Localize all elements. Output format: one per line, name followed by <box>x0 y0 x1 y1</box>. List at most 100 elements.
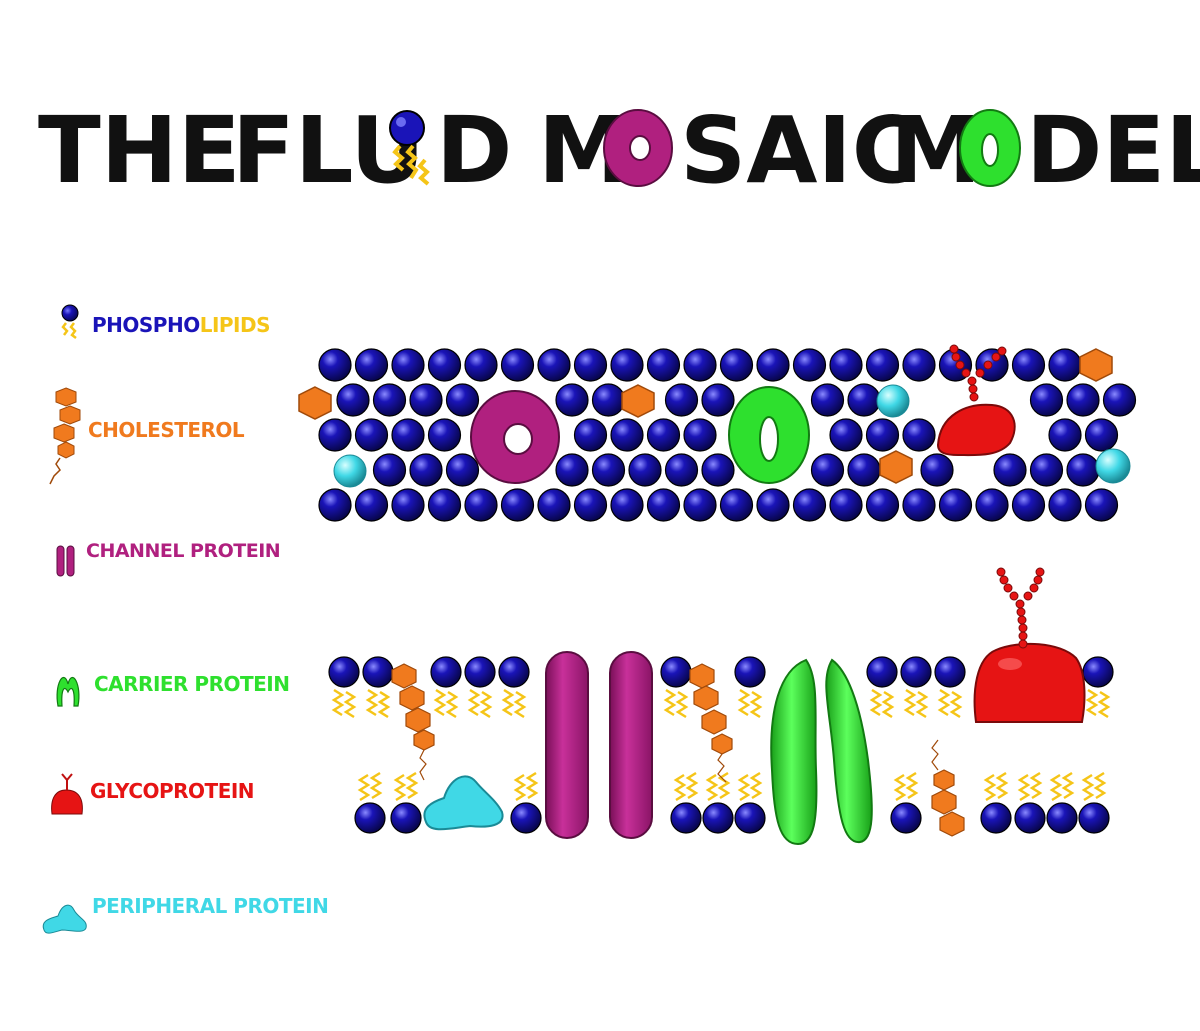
lipid-tail <box>675 690 689 719</box>
lipid-tail <box>377 690 391 719</box>
lipid-tail <box>905 771 919 800</box>
phospholipid-head <box>1029 383 1064 417</box>
phospholipid-head <box>1014 802 1046 834</box>
lipid-tail <box>433 688 447 717</box>
legend-glycoprotein-icon <box>51 773 83 815</box>
phospholipid-head <box>1046 802 1078 834</box>
phospholipid-head <box>464 656 496 688</box>
top-view-glycoprotein <box>936 344 1016 457</box>
top-view-channel-protein <box>470 390 560 484</box>
phospholipid-head <box>829 488 863 522</box>
lipid-tail <box>995 771 1009 800</box>
lipid-tail <box>467 688 481 717</box>
legend-phospho-text: PHOSPHO <box>92 313 200 337</box>
phospholipid-head <box>390 802 422 834</box>
phospholipid-head <box>372 383 407 417</box>
phospholipid-head <box>756 488 790 522</box>
lipid-tail <box>405 771 419 800</box>
phospholipid-head <box>646 488 681 522</box>
lipid-tail <box>673 773 687 802</box>
legend-glycoprotein-label: GLYCOPROTEIN <box>90 779 255 803</box>
cholesterol-1 <box>391 663 435 781</box>
lipid-tail <box>479 690 493 719</box>
phospholipid-head <box>701 453 735 487</box>
lipid-tail <box>685 771 699 800</box>
phospholipid-head <box>610 488 644 522</box>
lipid-tail <box>393 773 407 802</box>
phospholipid-head <box>847 453 881 487</box>
phospholipid-head <box>354 418 389 452</box>
lipid-tail <box>369 771 383 800</box>
phospholipid-head <box>318 488 352 522</box>
lipid-tail <box>1061 771 1075 800</box>
phospholipid-head <box>1048 348 1082 382</box>
phospholipid-head <box>328 656 360 688</box>
phospholipid-head <box>1084 488 1119 522</box>
phospholipid-head <box>829 418 863 452</box>
phospholipid-head <box>354 488 389 522</box>
phospholipid-head <box>792 348 827 382</box>
legend-peripheral-protein-label: PERIPHERAL PROTEIN <box>92 894 329 918</box>
phospholipid-head <box>464 488 498 522</box>
lipid-tail <box>881 690 895 719</box>
phospholipid-head <box>902 418 936 452</box>
phospholipid-head <box>1066 383 1100 417</box>
phospholipid-head <box>920 453 954 487</box>
lipid-tail <box>357 773 371 802</box>
phospholipid-head <box>1102 383 1137 417</box>
lipid-tail <box>1029 771 1043 800</box>
phospholipid-head <box>610 348 644 382</box>
phospholipid-head <box>683 418 717 452</box>
phospholipid-head <box>1078 802 1110 834</box>
phospholipid-head <box>902 488 936 522</box>
phospholipid-head <box>610 418 644 452</box>
phospholipid-head <box>573 418 608 452</box>
lipid-tail <box>663 688 677 717</box>
legend-icons <box>42 304 87 934</box>
phospholipid-head <box>1082 656 1114 688</box>
phospholipid-head <box>573 348 608 382</box>
lipid-tail <box>737 773 751 802</box>
phospholipid-head <box>810 383 845 417</box>
diagram-title: THE FLU D M SAIC M DEL <box>38 97 1200 204</box>
legend-channel-protein-label: CHANNEL PROTEIN <box>86 540 281 562</box>
lipid-tail <box>1081 773 1095 802</box>
phospholipid-head <box>866 656 898 688</box>
phospholipid-head <box>1011 348 1046 382</box>
cholesterol-2 <box>689 663 733 783</box>
title-word-the: THE <box>38 97 241 204</box>
lipid-tail <box>1097 690 1111 719</box>
lipid-tail <box>501 688 515 717</box>
phospholipid-head <box>336 383 370 417</box>
lipid-tail <box>1049 773 1063 802</box>
cross-section-cholesterol <box>391 663 965 837</box>
phospholipid-head <box>865 348 900 382</box>
cross-section-glycoprotein <box>973 567 1086 723</box>
phospholipid-head <box>573 488 608 522</box>
cross-section-peripheral-protein <box>423 775 504 831</box>
phospholipid-head <box>445 383 480 417</box>
phospholipid-head <box>537 348 571 382</box>
lipid-tail <box>869 688 883 717</box>
legend-phospholipid-icon <box>61 304 79 339</box>
phospholipid-head <box>646 418 681 452</box>
phospholipid-head <box>537 488 571 522</box>
phospholipid-head <box>664 453 699 487</box>
legend-carrier-protein-icon <box>56 676 80 707</box>
phospholipid-head <box>362 656 394 688</box>
lipid-tail <box>893 773 907 802</box>
lipid-tail <box>331 688 345 717</box>
lipid-tail <box>983 773 997 802</box>
lipid-tail <box>705 773 719 802</box>
phospholipid-head <box>591 453 626 487</box>
title-channel-donut-icon <box>603 109 673 187</box>
top-view-proteins <box>298 344 1131 488</box>
phospholipid-head <box>409 383 443 417</box>
legend-cholesterol-label: CHOLESTEROL <box>88 418 245 442</box>
lipid-tail <box>749 690 763 719</box>
phospholipid-head <box>430 656 462 688</box>
title-word-mosaic-part2: SAIC <box>680 97 919 204</box>
phospholipid-head <box>660 656 692 688</box>
title-phospholipid-icon <box>389 110 430 186</box>
phospholipid-head <box>847 383 881 417</box>
